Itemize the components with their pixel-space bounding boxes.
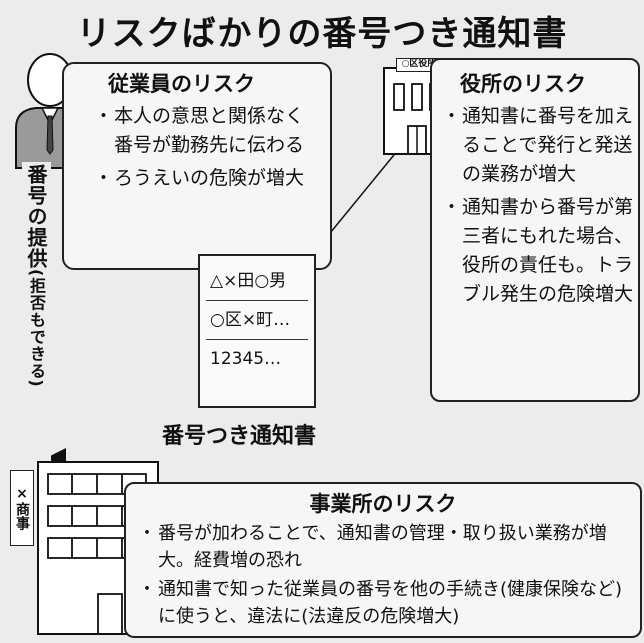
employee-risk-box: 従業員のリスク 本人の意思と関係なく番号が勤務先に伝わる ろうえいの危険が増大 bbox=[62, 62, 332, 270]
company-risk-item: 番号が加わることで、通知書の管理・取り扱い業務が増大。経費増の恐れ bbox=[138, 520, 634, 574]
employee-risk-list: 本人の意思と関係なく番号が勤務先に伝わる ろうえいの危険が増大 bbox=[94, 102, 314, 193]
company-risk-heading: 事業所のリスク bbox=[309, 492, 457, 516]
office-risk-box: 役所のリスク 通知書に番号を加えることで発行と発送の業務が増大 通知書から番号が… bbox=[430, 58, 640, 402]
provide-arrow-label: 番号の提供(拒否もできる) bbox=[22, 162, 51, 486]
office-risk-item: 通知書から番号が第三者にもれた場合、役所の責任も。トラブル発生の危険増大 bbox=[442, 193, 634, 309]
company-risk-list: 番号が加わることで、通知書の管理・取り扱い業務が増大。経費増の恐れ 通知書で知っ… bbox=[138, 520, 634, 630]
notice-address-line: ○区×町… bbox=[206, 301, 308, 340]
office-risk-list: 通知書に番号を加えることで発行と発送の業務が増大 通知書から番号が第三者にもれた… bbox=[442, 102, 634, 309]
provide-label-main: 番号の提供 bbox=[24, 164, 48, 269]
company-sign: ×商事 bbox=[10, 470, 34, 546]
employee-risk-heading: 従業員のリスク bbox=[108, 72, 255, 96]
notice-caption: 番号つき通知書 bbox=[162, 424, 317, 449]
diagram-title: リスクばかりの番号つき通知書 bbox=[76, 14, 568, 54]
company-risk-box: 事業所のリスク 番号が加わることで、通知書の管理・取り扱い業務が増大。経費増の恐… bbox=[124, 482, 642, 638]
notice-card: △×田○男 ○区×町… 12345… bbox=[198, 254, 316, 408]
office-risk-item: 通知書に番号を加えることで発行と発送の業務が増大 bbox=[442, 102, 634, 189]
employee-risk-item: ろうえいの危険が増大 bbox=[94, 164, 314, 193]
notice-name-line: △×田○男 bbox=[206, 262, 308, 301]
provide-label-paren: (拒否もできる) bbox=[27, 269, 46, 388]
employee-risk-item: 本人の意思と関係なく番号が勤務先に伝わる bbox=[94, 102, 314, 160]
company-risk-item: 通知書で知った従業員の番号を他の手続き(健康保険など)に使うと、違法に(法違反の… bbox=[138, 576, 634, 630]
office-risk-heading: 役所のリスク bbox=[460, 72, 586, 96]
notice-number-line: 12345… bbox=[210, 349, 282, 369]
